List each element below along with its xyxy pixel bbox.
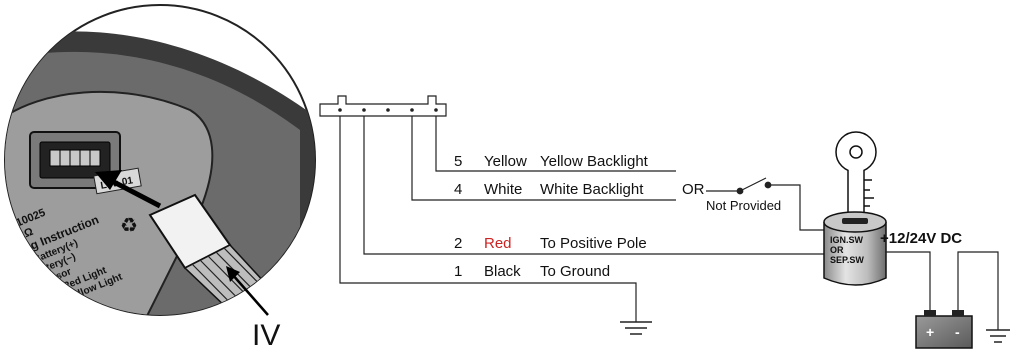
switch-labels: IGN.SW OR SEP.SW [830,235,864,265]
not-provided-label: Not Provided [706,198,781,213]
supply-wire-negative [957,251,999,330]
switch-label-line: IGN.SW [830,235,864,245]
wire-color-label: Red [484,235,512,252]
battery-plus-label: + [926,324,934,340]
wire-pin-4 [411,116,676,201]
ground-icon [986,329,1010,343]
battery-minus-label: - [955,324,960,340]
arrow-head-icon [95,170,122,190]
wire-color-label: White [484,181,522,198]
pin-number: 1 [454,263,462,280]
connector-header [319,95,447,117]
switch-label-line: SEP.SW [830,255,864,265]
wire-pin-1 [339,116,637,322]
wire-function-label: Yellow Backlight [540,153,649,170]
switch-label-line: OR [830,245,844,255]
wire-function-label: White Backlight [540,181,644,198]
inset-detail: Lot: 01 PFR 110025 00 ~33Ω necting Instr… [4,4,316,352]
supply-wire-positive [886,251,931,318]
wire-function-label: To Positive Pole [540,235,647,252]
pin-number: 5 [454,153,462,170]
switch-wire-right [771,184,832,231]
wire-color-label: Yellow [484,153,527,170]
wire-pin-2 [363,116,836,255]
recycle-icon: ♻ [120,215,138,237]
battery-terminal-labels: + - [926,324,960,340]
pin-number: 4 [454,181,462,198]
schematic [319,95,1010,349]
supply-voltage-label: +12/24V DC [880,230,962,247]
callout-arrow [231,273,269,316]
schematic-labels: 5 Yellow Yellow Backlight 4 White White … [454,153,962,280]
insertion-arrow [108,177,162,209]
wire-function-label: To Ground [540,263,610,280]
key-icon [835,131,877,216]
instruction-line: UP [46,309,63,325]
switch-blade [741,177,767,191]
pin-number: 2 [454,235,462,252]
wire-color-label: Black [484,263,521,280]
battery-icon [915,310,973,349]
callout-label: IV [252,319,280,351]
or-label: OR [682,181,705,198]
wire-pin-5 [435,116,676,172]
ground-icon [620,321,652,335]
ignition-switch [823,211,887,286]
